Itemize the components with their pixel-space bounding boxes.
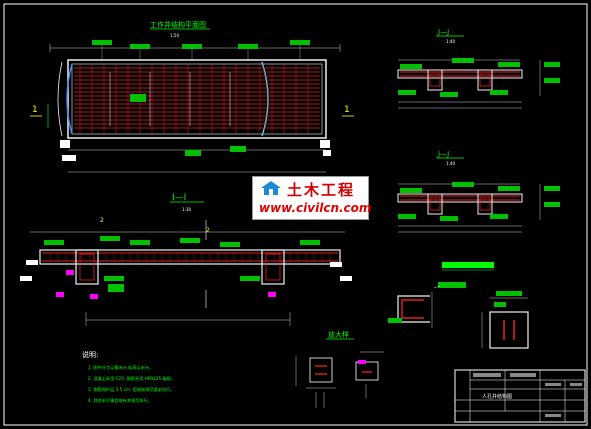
notes-line-2: 2. 混凝土采用 C25, 钢筋采用 HPB235 级钢。: [88, 375, 175, 382]
leader-tag: [104, 276, 124, 281]
stirrup: [479, 197, 491, 211]
notes-block: 说明: 1. 图中尺寸以毫米计,标高以米计。 2. 混凝土采用 C25, 钢筋采…: [82, 350, 175, 404]
watermark-title: 土木工程: [287, 181, 356, 199]
leader-tag: [452, 182, 474, 187]
beam-outline: [477, 193, 493, 215]
accent-tag: [56, 292, 64, 297]
leader-tag: [440, 92, 458, 97]
leader-tag: [92, 40, 112, 45]
leader-tag: [498, 186, 520, 191]
leader-tag: [400, 64, 422, 69]
leader-tag: [130, 44, 150, 49]
beam-outline: [261, 249, 285, 285]
stirrup: [429, 73, 441, 87]
section-jj-lower: J—J 1:40: [397, 150, 560, 233]
section-jj-upper: J—J 1:40: [397, 28, 560, 109]
watermark-logo: 土木工程 www.civilcn.com: [252, 176, 372, 220]
plan-title: 工作井结构平面图: [150, 20, 206, 29]
enlarged-details: 放大样: [295, 330, 384, 408]
beam-outline: [427, 69, 443, 91]
leader-tag: [544, 62, 560, 67]
leader-tag: [108, 284, 124, 292]
leader-tag: [440, 216, 458, 221]
accent-tag: [268, 292, 276, 297]
title-block-drawing-name: 人孔井结构图: [482, 393, 512, 400]
leader-tag: [220, 242, 240, 247]
leader-tag: [544, 186, 560, 191]
slab-outline: [397, 193, 523, 203]
sheet-border: [3, 3, 588, 426]
stirrup: [479, 73, 491, 87]
accent-tag: [66, 270, 74, 275]
elevation-tag: [330, 262, 342, 267]
main-section-scale: 1:30: [182, 207, 191, 212]
detail-views: [388, 262, 529, 349]
slab-outline: [397, 69, 523, 79]
leader-tag: [240, 276, 260, 281]
leader-tag: [544, 202, 560, 207]
plan-rebar-mesh: [74, 64, 320, 134]
section-lower-scale: 1:40: [446, 161, 455, 166]
plan-view: 工作井结构平面图 1:50 1 1: [30, 20, 354, 173]
leader-tag: [498, 62, 520, 67]
leader-tag: [300, 240, 320, 245]
beam-outline: [477, 69, 493, 91]
elevation-tag: [26, 260, 38, 265]
section-upper-scale: 1:40: [446, 39, 455, 44]
leader-tag: [100, 236, 120, 241]
leader-tag: [182, 44, 202, 49]
leader-tag: [180, 238, 200, 243]
leader-tag: [452, 58, 474, 63]
stirrup: [429, 197, 441, 211]
main-section-marker-2: 2: [206, 227, 210, 234]
leader-tag: [290, 40, 310, 45]
leader-tag: [490, 90, 508, 95]
plan-section-marker-left: 1: [32, 105, 38, 115]
main-section-marker: 2: [100, 217, 104, 224]
watermark-url: www.civilcn.com: [259, 201, 372, 215]
plan-scale: 1:50: [170, 33, 179, 38]
title-block: 人孔井结构图: [454, 369, 586, 423]
leader-tag: [544, 78, 560, 83]
beam-outline: [75, 249, 99, 285]
notes-line-1: 1. 图中尺寸以毫米计,标高以米计。: [88, 364, 153, 371]
plan-section-marker-right: 1: [344, 105, 350, 115]
accent-tag: [90, 294, 98, 299]
detail-title: 放大样: [328, 330, 349, 339]
stirrup: [265, 253, 281, 281]
section-lower-title: J—J: [437, 150, 449, 158]
beam-outline: [427, 193, 443, 215]
leader-tag: [238, 44, 258, 49]
house-icon: [261, 181, 281, 195]
elevation-tag: [20, 276, 32, 281]
slab-outline: [39, 249, 341, 265]
elevation-tag: [340, 276, 352, 281]
main-section-title: I—I: [172, 193, 186, 203]
leader-tag: [490, 214, 508, 219]
stirrup: [79, 253, 95, 281]
notes-line-4: 4. 其他未尽事宜按有关规范执行。: [88, 397, 152, 404]
leader-tag: [398, 214, 416, 219]
leader-tag: [130, 240, 150, 245]
notes-line-3: 3. 钢筋保护层 3.5 cm, 搭接按规范要求执行。: [88, 386, 175, 393]
leader-tag: [44, 240, 64, 245]
leader-tag: [398, 90, 416, 95]
notes-heading: 说明:: [82, 350, 98, 359]
section-upper-title: J—J: [437, 28, 449, 36]
main-section-ii: I—I 1:30 2 2: [20, 193, 352, 326]
leader-tag: [400, 188, 422, 193]
